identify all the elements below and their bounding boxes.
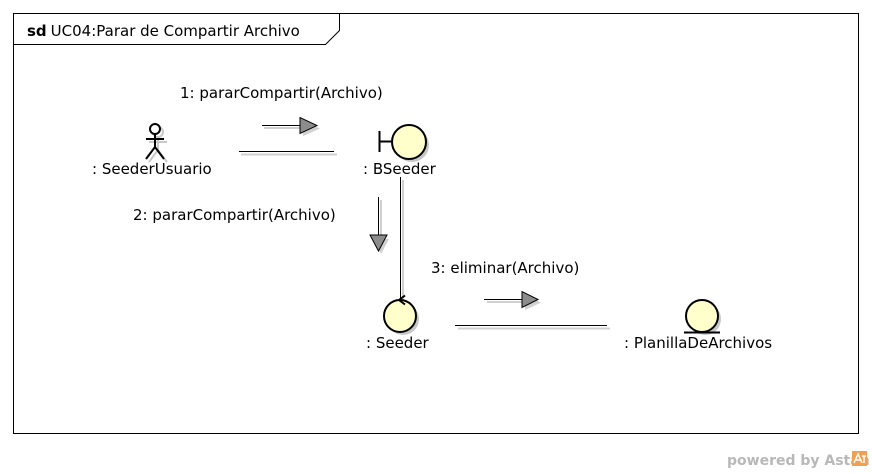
boundary-label: : BSeeder bbox=[363, 160, 437, 178]
message-1-label: 1: pararCompartir(Archivo) bbox=[180, 84, 383, 102]
message-3-label: 3: eliminar(Archivo) bbox=[431, 259, 579, 277]
message-1-arrow bbox=[262, 116, 320, 136]
message-2-label: 2: pararCompartir(Archivo) bbox=[133, 206, 336, 224]
diagram-frame bbox=[13, 13, 859, 434]
boundary-icon bbox=[378, 124, 429, 162]
frame-title-tab bbox=[13, 13, 340, 45]
message-2-arrow bbox=[369, 197, 389, 254]
actor-label: : SeederUsuario bbox=[92, 160, 212, 178]
entity-label: : PlanillaDeArchivos bbox=[624, 334, 772, 352]
frame-keyword: sd bbox=[27, 22, 47, 40]
watermark-text: powered by Astah bbox=[727, 453, 870, 469]
control-icon bbox=[383, 294, 419, 335]
astah-logo-icon bbox=[852, 451, 867, 466]
entity-icon bbox=[684, 299, 721, 335]
actor-icon bbox=[145, 123, 168, 163]
frame-name: UC04:Parar de Compartir Archivo bbox=[51, 22, 300, 40]
message-3-arrow bbox=[484, 290, 541, 310]
control-label: : Seeder bbox=[366, 334, 430, 352]
